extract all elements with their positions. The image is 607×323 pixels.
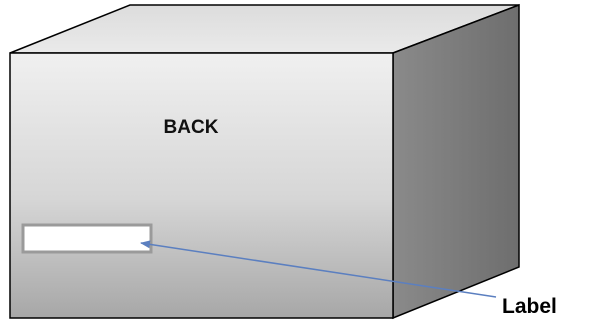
box-side-face: [393, 5, 519, 318]
box-back-face: [10, 53, 393, 318]
callout-label: Label: [502, 295, 557, 318]
back-face-label: BACK: [164, 117, 219, 138]
label-box: [23, 225, 151, 252]
